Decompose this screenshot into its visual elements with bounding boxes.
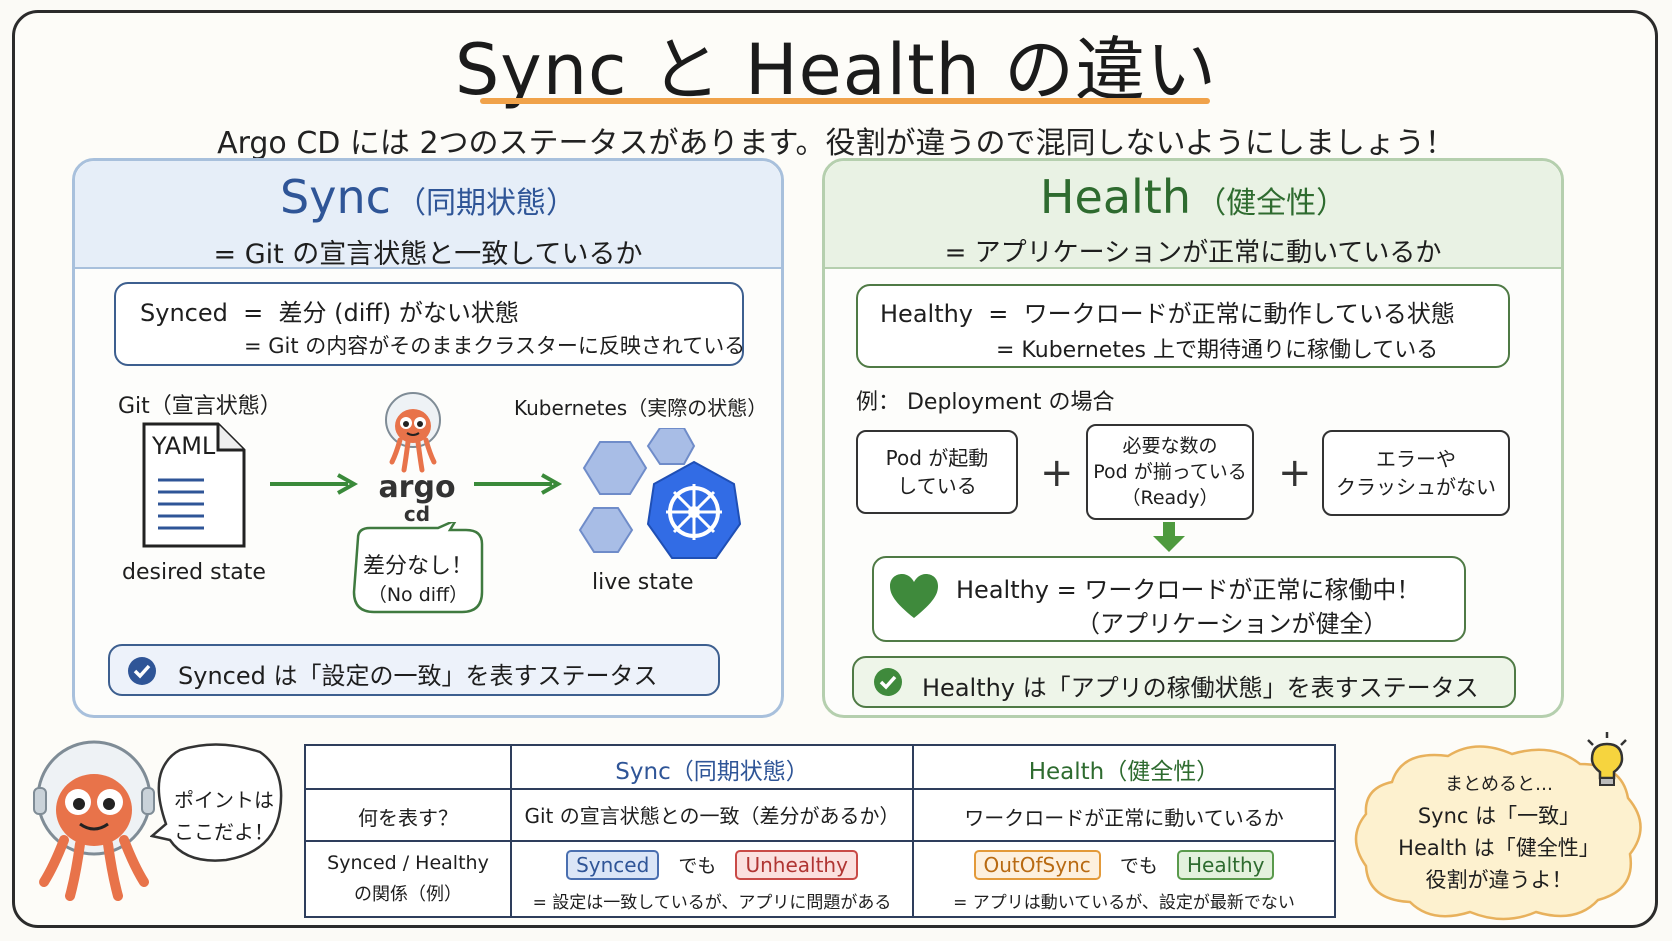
summary-line4: 役割が違うよ！ [1425,868,1573,892]
healthy-result-line1: Healthy = ワークロードが正常に稼働中！ [956,576,1421,604]
health-tagline: = アプリケーションが正常に動いているか [944,238,1442,268]
argo-octopus-icon [385,392,441,473]
table-row2-health-note: = アプリは動いているが、設定が最新でない [953,893,1295,913]
plus-sign-2: + [1278,450,1312,496]
table-row2-label-line2: の関係（例） [354,884,462,905]
tag-synced: Synced [566,850,660,880]
tag-unhealthy: Unhealthy [735,850,858,880]
example-label: 例： Deployment の場合 [856,390,1115,415]
sync-heading-text: Sync [280,170,391,224]
table-row2-health-tags: OutOfSync でも Healthy [914,850,1334,880]
no-diff-line1: 差分なし！ [362,554,473,579]
synced-definition-box [114,282,744,366]
summary-line1: まとめると… [1445,774,1553,795]
table-vline-1 [510,744,512,918]
arrow-git-to-argo-icon [270,473,358,495]
health-heading-text: Health [1039,170,1191,224]
condition-pods-ready: 必要な数の Pod が揃っている （Ready） [1086,424,1254,520]
desired-state-label: desired state [122,560,266,585]
page-subtitle: Argo CD には 2つのステータスがあります。役割が違うので混同しないように… [217,126,1455,161]
argo-text: argo [378,470,456,505]
cond2-line1: 必要な数の [1122,435,1218,457]
yaml-file-icon [142,422,246,548]
healthy-definition-box [856,284,1510,368]
plus-sign-1: + [1040,450,1074,496]
no-diff-bubble [352,522,484,614]
check-circle-icon [128,657,156,685]
lightbulb-icon [1587,732,1627,786]
live-state-label: live state [592,570,694,595]
summary-line3: Health は「健全性」 [1398,836,1600,860]
cond1-line2: している [897,474,977,498]
table-header-health: Health（健全性） [1028,759,1220,785]
cond3-line1: エラーや [1376,447,1456,471]
table-hline-1 [304,788,1336,790]
heart-icon [890,574,938,618]
table-row2-sync-tags: Synced でも Unhealthy [512,850,912,880]
kubernetes-cluster-icon [578,428,742,559]
health-heading-jp: （健全性） [1196,186,1347,221]
table-vline-2 [912,744,914,918]
condition-no-errors: エラーや クラッシュがない [1322,430,1510,516]
healthy-def-line2: = Kubernetes 上で期待通りに稼働している [996,338,1439,363]
health-demo-mid: でも [1119,855,1158,877]
sync-heading: Sync （同期状態） [72,170,784,224]
health-panel-header [825,161,1561,269]
arrow-down-icon [1153,522,1185,552]
health-heading: Health （健全性） [822,170,1564,224]
check-circle-green-icon [874,668,902,696]
healthy-result-box [872,556,1466,642]
sync-heading-jp: （同期状態） [395,186,576,221]
condition-pod-started: Pod が起動 している [856,430,1018,514]
no-diff-line2: （No diff） [367,584,469,606]
healthy-summary-text: Healthy は「アプリの稼働状態」を表すステータス [922,674,1479,702]
cd-text: cd [403,502,431,526]
synced-def-line2: = Git の内容がそのままクラスターに反映されている [244,334,746,358]
sync-tagline: = Git の宣言状態と一致しているか [213,239,643,270]
git-label: Git（宣言状態） [118,394,282,419]
cond1-line1: Pod が起動 [885,446,989,470]
healthy-result-line2: （アプリケーションが健全） [1076,610,1388,638]
mascot-bubble-line1: ポイントは [174,788,274,812]
table-row2-label-line1: Synced / Healthy [327,852,489,874]
synced-summary-text: Synced は「設定の一致」を表すステータス [178,662,658,690]
yaml-label: YAML [152,432,216,460]
summary-cloud [1354,745,1642,921]
table-hline-2 [304,840,1336,842]
mascot-speech-bubble [150,743,283,862]
comparison-table [304,744,1336,918]
mascot-bubble-line2: ここだよ！ [174,820,274,844]
sync-demo-mid: でも [678,855,717,877]
table-row1-label: 何を表す？ [358,806,458,830]
table-row1-sync: Git の宣言状態との一致（差分があるか） [524,804,900,828]
summary-line2: Sync は「一致」 [1417,804,1581,828]
table-row1-health: ワークロードが正常に動いているか [964,806,1284,830]
page-title: Sync と Health の違い [454,29,1218,111]
title-underline [480,98,1210,104]
healthy-summary-box [852,656,1516,708]
k8s-label: Kubernetes（実際の状態） [514,396,768,420]
arrow-argo-to-k8s-icon [474,473,562,495]
argo-mascot-large-icon [33,740,155,901]
cond2-line2: Pod が揃っている [1093,461,1247,483]
table-row2-sync-note: = 設定は一致しているが、アプリに問題がある [532,893,892,913]
cond2-line3: （Ready） [1121,487,1219,509]
synced-summary-box [108,644,720,696]
table-header-sync: Sync（同期状態） [615,759,809,785]
tag-healthy: Healthy [1176,850,1275,880]
tag-outofsync: OutOfSync [973,850,1101,880]
healthy-def-line1: Healthy = ワークロードが正常に動作している状態 [880,300,1455,328]
cond3-line2: クラッシュがない [1336,475,1496,499]
synced-def-line1: Synced = 差分 (diff) がない状態 [140,299,519,327]
sync-panel-header [75,161,781,269]
